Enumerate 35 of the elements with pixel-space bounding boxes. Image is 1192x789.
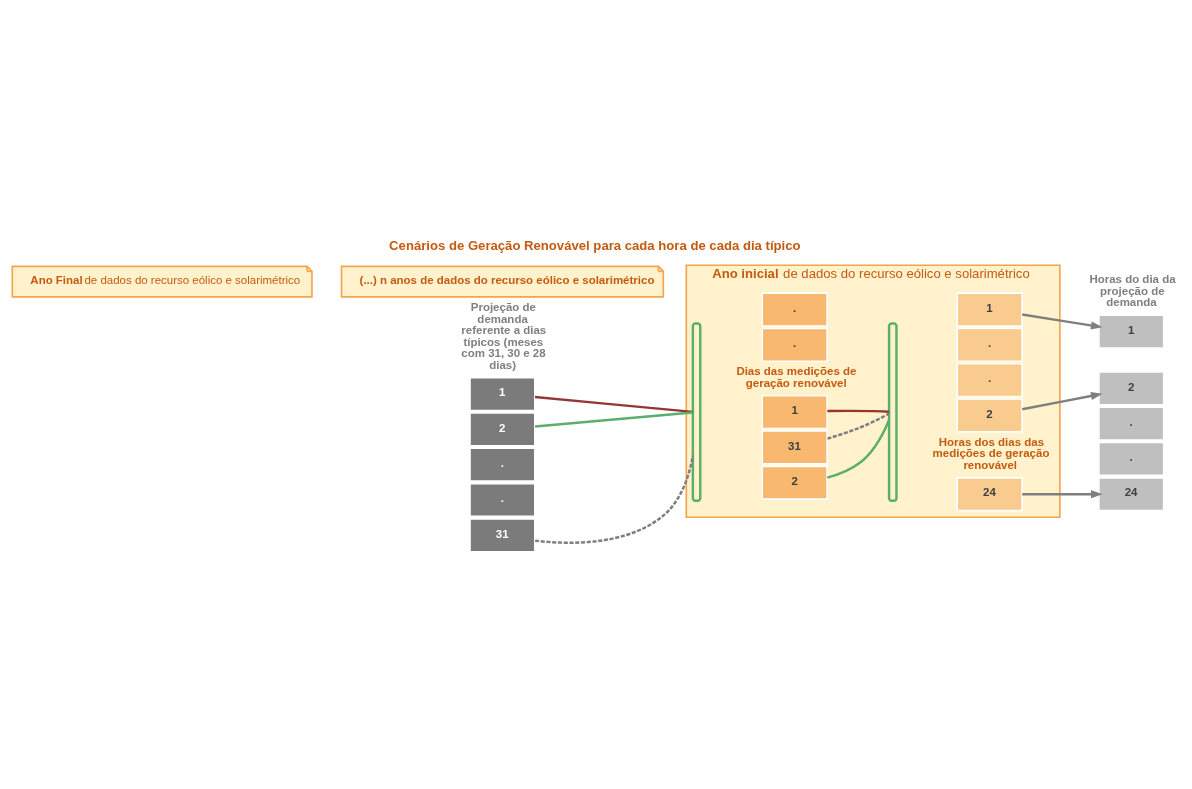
node-box: 24 — [956, 477, 1023, 512]
node-box: . — [956, 327, 1023, 363]
node-box: 1 — [956, 292, 1023, 327]
diagram-title: Cenários de Geração Renovável para cada hora de cada dia típico — [389, 238, 801, 254]
arrow — [1022, 490, 1103, 499]
node-box: . — [469, 482, 536, 518]
node-box: . — [761, 327, 828, 363]
label: Projeção de demanda referente a dias típicos (meses com 31, 30 e 28 dias) — [461, 301, 547, 371]
connector — [534, 411, 693, 428]
node-box: . — [469, 447, 536, 482]
node-box: . — [1098, 406, 1165, 441]
label: Horas dos dias das medições de geração renovável — [932, 435, 1050, 471]
label: Horas do dia da projeção de demanda — [1089, 273, 1176, 309]
node-box: 1 — [761, 394, 828, 430]
node-box: 2 — [469, 412, 536, 447]
node-box: . — [761, 292, 828, 327]
node-box: . — [1098, 441, 1165, 477]
connector — [534, 395, 693, 414]
node-box: 2 — [1098, 371, 1165, 406]
node-box: 2 — [761, 465, 828, 500]
arrow — [1022, 392, 1103, 411]
connector — [826, 419, 891, 479]
node-box: 2 — [956, 398, 1023, 433]
node-bracket — [691, 322, 702, 503]
node-bracket — [887, 322, 898, 503]
node-box: 31 — [469, 518, 536, 553]
label: Dias das medições de geração renovável — [736, 365, 857, 389]
connector — [827, 409, 890, 413]
connector — [827, 412, 890, 440]
node-box: 24 — [1098, 477, 1165, 512]
node-box: 1 — [469, 376, 536, 412]
node-box: 1 — [1098, 314, 1165, 349]
arrow — [1022, 313, 1103, 330]
node-box: . — [956, 362, 1023, 398]
node-box: 31 — [761, 430, 828, 465]
